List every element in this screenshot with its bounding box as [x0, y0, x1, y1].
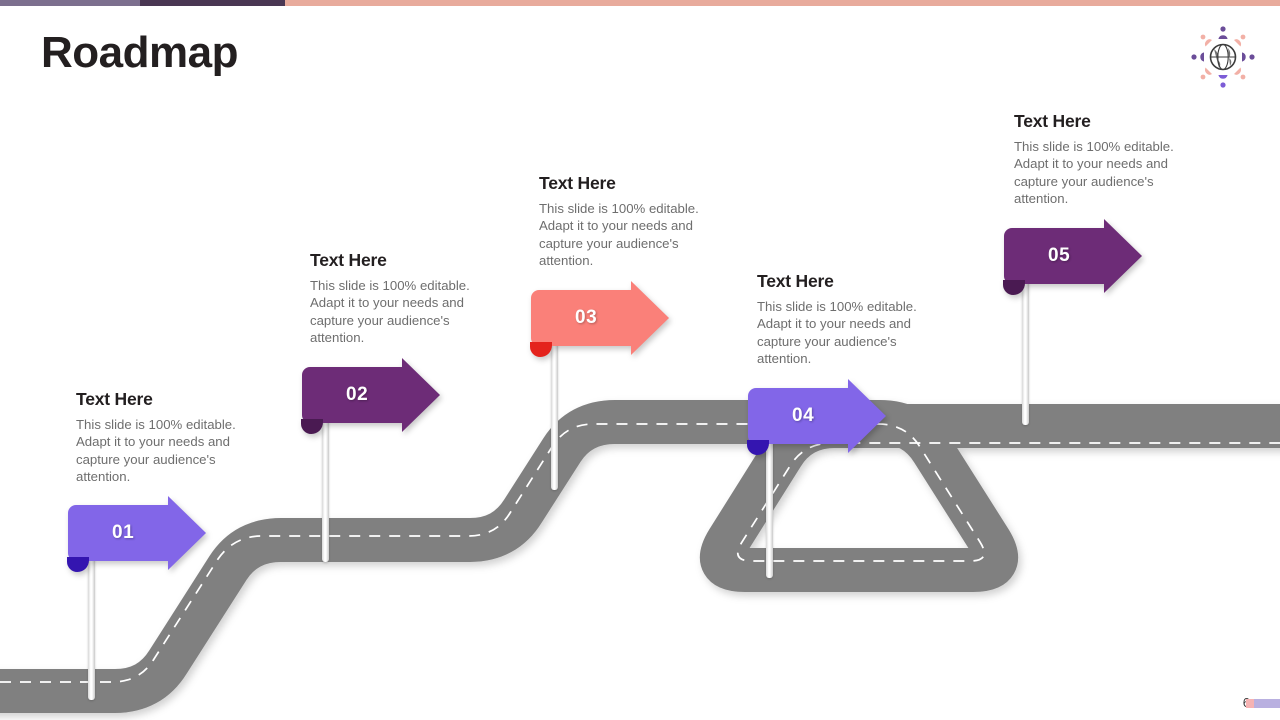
milestone-05-flag-head — [1104, 219, 1142, 293]
milestone-01-body: This slide is 100% editable. Adapt it to… — [76, 417, 236, 484]
milestone-02-pole — [322, 382, 329, 562]
milestone-02-text: Text Here This slide is 100% editable. A… — [310, 250, 495, 346]
milestone-01-text: Text Here This slide is 100% editable. A… — [76, 389, 261, 485]
milestone-05-flag[interactable]: 05 — [1003, 219, 1142, 295]
milestone-04-flag-head — [848, 379, 886, 453]
milestone-04-text: Text Here This slide is 100% editable. A… — [757, 271, 942, 367]
milestone-01-flag-fold — [67, 557, 89, 572]
milestone-04-flag-fold — [747, 440, 769, 455]
footer-chip-pink — [1246, 699, 1254, 708]
milestone-05-text: Text Here This slide is 100% editable. A… — [1014, 111, 1199, 207]
milestone-04-pole — [766, 403, 773, 578]
accent-segment-plum — [140, 0, 285, 6]
milestone-05-flag-fold — [1003, 280, 1025, 295]
milestone-02-flag-body: 02 — [301, 367, 402, 434]
milestone-02-body: This slide is 100% editable. Adapt it to… — [310, 278, 470, 345]
milestone-03-pole — [551, 305, 558, 490]
milestone-03-title: Text Here — [539, 173, 616, 193]
milestone-03-flag-body: 03 — [530, 290, 631, 357]
milestone-01-flag-head — [168, 496, 206, 570]
footer-chip-lilac — [1254, 699, 1280, 708]
milestone-01-pole — [88, 520, 95, 700]
milestone-01-flag-body: 01 — [67, 505, 168, 572]
milestone-02-flag-fold — [301, 419, 323, 434]
footer-accent-chip — [1246, 699, 1280, 708]
accent-segment-salmon — [285, 0, 1280, 6]
milestone-04-body: This slide is 100% editable. Adapt it to… — [757, 299, 917, 366]
milestone-05-pole — [1022, 243, 1029, 425]
milestone-01-number: 01 — [112, 522, 135, 543]
milestone-02-flag-head — [402, 358, 440, 432]
milestone-03-body: This slide is 100% editable. Adapt it to… — [539, 201, 699, 268]
milestone-01-title: Text Here — [76, 389, 153, 409]
milestone-02-flag[interactable]: 02 — [301, 358, 440, 434]
milestone-05-flag-body: 05 — [1003, 228, 1104, 295]
milestone-03-flag-fold — [530, 342, 552, 357]
milestone-04-title: Text Here — [757, 271, 834, 291]
milestone-04-flag-body: 04 — [747, 388, 848, 455]
milestone-03-flag-head — [631, 281, 669, 355]
milestone-04-flag[interactable]: 04 — [747, 379, 886, 455]
page-title: Roadmap — [41, 28, 238, 77]
milestone-05-title: Text Here — [1014, 111, 1091, 131]
globe-people-logo — [1188, 24, 1258, 90]
milestone-02-title: Text Here — [310, 250, 387, 270]
milestone-05-number: 05 — [1048, 245, 1071, 266]
accent-segment-lilac — [0, 0, 140, 6]
milestone-03-number: 03 — [575, 307, 598, 328]
milestone-04-number: 04 — [792, 405, 815, 426]
milestone-01-flag[interactable]: 01 — [67, 496, 206, 572]
top-accent-bar — [0, 0, 1280, 6]
milestone-03-flag[interactable]: 03 — [530, 281, 669, 357]
milestone-03-text: Text Here This slide is 100% editable. A… — [539, 173, 724, 269]
milestone-05-body: This slide is 100% editable. Adapt it to… — [1014, 139, 1174, 206]
milestone-02-number: 02 — [346, 384, 369, 405]
